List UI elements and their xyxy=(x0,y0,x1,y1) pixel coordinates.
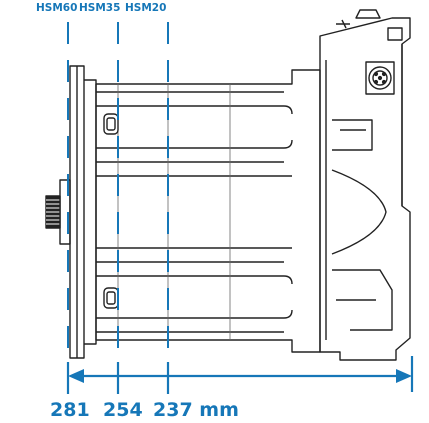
dim-value-hsm60: 281 xyxy=(50,399,90,421)
dim-value-hsm20: 237 mm xyxy=(153,399,239,421)
label-hsm20: HSM20 xyxy=(125,2,167,14)
connector xyxy=(365,61,395,95)
dim-value-hsm35: 254 xyxy=(103,399,143,421)
shaft-spline xyxy=(45,179,71,245)
label-hsm35: HSM35 xyxy=(79,2,121,14)
bolt-pocket-upper xyxy=(103,113,119,135)
label-hsm60: HSM60 xyxy=(36,2,78,14)
rear-housing xyxy=(319,17,411,361)
body-channels xyxy=(96,91,293,333)
bolt-pocket-lower xyxy=(103,287,119,309)
